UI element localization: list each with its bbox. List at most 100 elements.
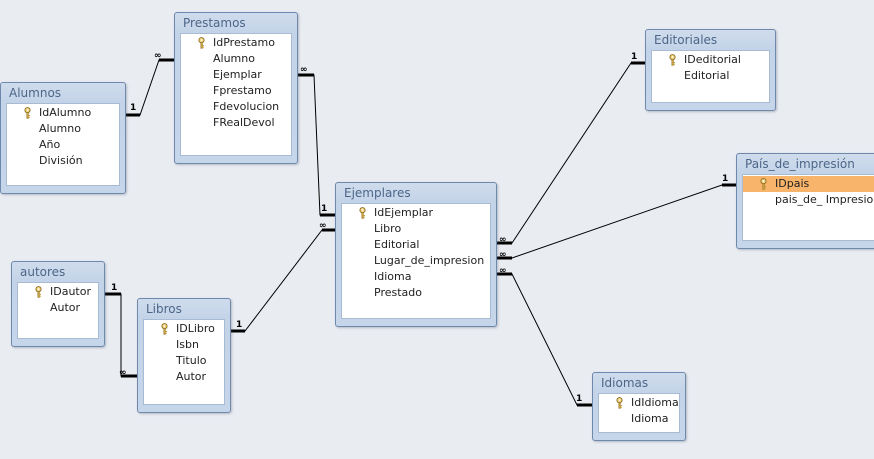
field-name: Fprestamo <box>213 84 272 97</box>
field-row[interactable]: Lugar_de_impresion <box>342 253 490 269</box>
field-name: IDLibro <box>176 322 215 335</box>
field-row[interactable]: IdIdioma <box>599 395 679 411</box>
field-name: pais_de_ Impresion <box>775 193 874 206</box>
field-row[interactable]: Editorial <box>652 68 769 84</box>
key-icon <box>160 323 169 335</box>
field-row[interactable]: IDLibro <box>144 321 224 337</box>
cardinality-label: 1 <box>631 52 637 62</box>
field-row[interactable]: IdEjemplar <box>342 205 490 221</box>
field-name: Prestado <box>374 286 422 299</box>
field-row[interactable]: Prestado <box>342 285 490 301</box>
key-icon <box>759 178 768 190</box>
field-row[interactable]: Idioma <box>342 269 490 285</box>
key-icon <box>358 207 367 219</box>
field-row[interactable]: Idioma <box>599 411 679 427</box>
field-name: IdEjemplar <box>374 206 434 219</box>
cardinality-label: ∞ <box>499 266 507 276</box>
field-name: Editorial <box>684 69 730 82</box>
field-row[interactable]: Isbn <box>144 337 224 353</box>
field-name: Editorial <box>374 238 420 251</box>
field-name: IdPrestamo <box>213 36 275 49</box>
field-row[interactable]: IDpais <box>743 176 874 192</box>
field-name: Fdevolucion <box>213 100 280 113</box>
field-row[interactable]: Año <box>7 137 119 153</box>
field-row[interactable]: IdAlumno <box>7 105 119 121</box>
field-row[interactable]: IDeditorial <box>652 52 769 68</box>
field-name: División <box>39 154 83 167</box>
table-title[interactable]: autores <box>20 265 66 279</box>
field-row[interactable]: FRealDevol <box>181 115 291 131</box>
relationship-line-ejemplares-idiomas[interactable] <box>497 273 592 406</box>
cardinality-label: 1 <box>722 174 728 184</box>
table-title[interactable]: Libros <box>146 302 182 316</box>
field-name: IDautor <box>50 285 91 298</box>
table-title[interactable]: Editoriales <box>654 33 718 47</box>
relationship-line-prestamos-ejemplares[interactable] <box>298 74 335 216</box>
field-row[interactable]: IDautor <box>18 284 98 300</box>
cardinality-label: 1 <box>576 394 582 404</box>
table-title[interactable]: Ejemplares <box>344 186 411 200</box>
relationship-line-libros-ejemplares[interactable] <box>231 229 335 332</box>
cardinality-label: ∞ <box>119 368 127 378</box>
field-name: Alumno <box>39 122 81 135</box>
field-name: IdIdioma <box>631 396 679 409</box>
key-icon <box>34 286 43 298</box>
field-row[interactable]: Alumno <box>181 51 291 67</box>
table-title[interactable]: Idiomas <box>601 376 649 390</box>
cardinality-label: ∞ <box>300 65 308 75</box>
cardinality-label: 1 <box>111 283 117 293</box>
key-icon <box>197 37 206 49</box>
field-name: FRealDevol <box>213 116 275 129</box>
cardinality-label: ∞ <box>499 235 507 245</box>
field-name: IDpais <box>775 177 810 190</box>
field-row[interactable]: Autor <box>144 369 224 385</box>
field-name: IDeditorial <box>684 53 741 66</box>
field-row[interactable]: Libro <box>342 221 490 237</box>
field-row[interactable]: IdPrestamo <box>181 35 291 51</box>
field-name: IdAlumno <box>39 106 92 119</box>
field-row[interactable]: Alumno <box>7 121 119 137</box>
field-row[interactable]: División <box>7 153 119 169</box>
relationship-line-ejemplares-editoriales[interactable] <box>497 62 645 244</box>
field-row[interactable]: Ejemplar <box>181 67 291 83</box>
table-title[interactable]: Prestamos <box>183 16 246 30</box>
key-icon <box>23 107 32 119</box>
table-title[interactable]: País_de_impresión <box>745 157 855 171</box>
field-name: Año <box>39 138 61 151</box>
field-name: Idioma <box>631 412 669 425</box>
field-name: Idioma <box>374 270 412 283</box>
field-row[interactable]: Autor <box>18 300 98 316</box>
field-name: Autor <box>50 301 81 314</box>
field-row[interactable]: Titulo <box>144 353 224 369</box>
field-row[interactable]: pais_de_ Impresion <box>743 192 874 208</box>
relationship-line-autores-libros[interactable] <box>105 293 137 377</box>
table-title[interactable]: Alumnos <box>9 86 62 100</box>
relationship-line-ejemplares-pais[interactable] <box>497 184 736 259</box>
field-row[interactable]: Fdevolucion <box>181 99 291 115</box>
field-name: Alumno <box>213 52 255 65</box>
cardinality-label: 1 <box>321 204 327 214</box>
field-name: Isbn <box>176 338 199 351</box>
cardinality-label: 1 <box>130 103 136 113</box>
field-row[interactable]: Editorial <box>342 237 490 253</box>
field-name: Titulo <box>176 354 207 367</box>
field-row[interactable]: Fprestamo <box>181 83 291 99</box>
field-list[interactable]: IDpais pais_de_ Impresion <box>742 174 874 241</box>
